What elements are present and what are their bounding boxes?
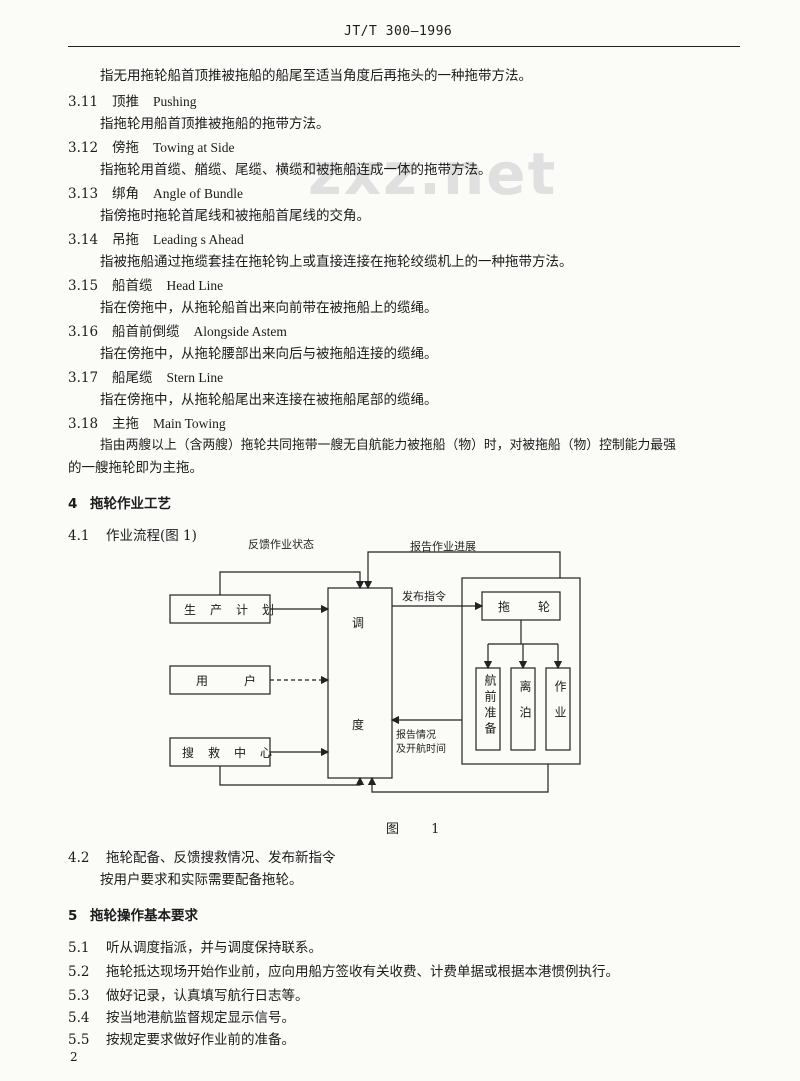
term-3-17: 3.17 船尾缆 Stern Line xyxy=(68,366,223,386)
term-zh: 傍拖 xyxy=(112,140,139,156)
term-number: 3.14 xyxy=(68,232,99,248)
subsection-number: 4.1 xyxy=(68,528,90,544)
section-5-heading: 5 拖轮操作基本要求 xyxy=(68,904,198,924)
term-3-18: 3.18 主拖 Main Towing xyxy=(68,412,226,432)
section-number: 4 xyxy=(68,496,78,512)
term-en: Pushing xyxy=(153,94,197,109)
term-en: Stern Line xyxy=(166,370,224,385)
term-number: 3.17 xyxy=(68,370,99,386)
term-3-15-definition: 指在傍拖中，从拖轮船首出来向前带在被拖船上的缆绳。 xyxy=(100,300,438,316)
term-number: 3.15 xyxy=(68,278,99,294)
term-en: Alongside Astem xyxy=(193,324,287,339)
subsection-number: 4.2 xyxy=(68,850,90,866)
subsection-title: 作业流程(图 1) xyxy=(106,528,197,544)
section-title: 拖轮操作基本要求 xyxy=(90,908,198,924)
term-zh: 绑角 xyxy=(112,186,139,202)
section-4-heading: 4 拖轮作业工艺 xyxy=(68,492,171,512)
term-zh: 顶推 xyxy=(112,94,139,110)
label-tug-1: 拖 xyxy=(498,600,511,614)
term-number: 3.12 xyxy=(68,140,99,156)
term-zh: 主拖 xyxy=(112,416,139,432)
label-pre-sail: 航前准备 xyxy=(483,674,497,738)
term-3-12: 3.12 傍拖 Towing at Side xyxy=(68,136,235,156)
term-en: Head Line xyxy=(166,278,224,293)
page-number: 2 xyxy=(70,1050,78,1064)
term-3-18-definition: 指由两艘以上（含两艘）拖轮共同拖带一艘无自航能力被拖船（物）时，对被拖船（物）控… xyxy=(100,438,676,453)
label-production-plan: 生产计划 xyxy=(184,603,289,617)
term-zh: 船尾缆 xyxy=(112,370,153,386)
term-zh: 船首前倒缆 xyxy=(112,324,180,340)
term-3-14: 3.14 吊拖 Leading s Ahead xyxy=(68,228,244,248)
label-unberth: 离泊 xyxy=(518,680,532,732)
term-3-13: 3.13 绑角 Angle of Bundle xyxy=(68,182,243,202)
watermark: zxz.net xyxy=(308,140,558,208)
item-5-1: 5.1 听从调度指派，并与调度保持联系。 xyxy=(68,936,322,956)
tug-frame xyxy=(461,577,581,765)
item-text: 听从调度指派，并与调度保持联系。 xyxy=(106,940,322,956)
term-3-13-definition: 指傍拖时拖轮首尾线和被拖船首尾线的交角。 xyxy=(100,208,370,224)
label-dispatch-2: 度 xyxy=(352,718,365,732)
term-3-17-definition: 指在傍拖中，从拖轮船尾出来连接在被拖船尾部的缆绳。 xyxy=(100,392,438,408)
item-5-4: 5.4 按当地港航监督规定显示信号。 xyxy=(68,1006,295,1026)
term-number: 3.11 xyxy=(68,94,99,110)
item-text: 按规定要求做好作业前的准备。 xyxy=(106,1032,295,1048)
label-feedback: 反馈作业状态 xyxy=(248,538,314,551)
term-3-18-definition-cont: 的一艘拖轮即为主拖。 xyxy=(68,460,203,476)
item-number: 5.3 xyxy=(68,988,90,1004)
figure-caption: 图 1 xyxy=(386,822,454,837)
term-number: 3.16 xyxy=(68,324,99,340)
term-en: Angle of Bundle xyxy=(153,186,243,201)
term-en: Towing at Side xyxy=(153,140,235,155)
term-3-15: 3.15 船首缆 Head Line xyxy=(68,274,223,294)
term-3-12-definition: 指拖轮用首缆、艏缆、尾缆、横缆和被拖船连成一体的拖带方法。 xyxy=(100,162,492,178)
flow-diagram: 反馈作业状态 报告作业进展 生产计划 用户 搜救中心 调 度 发布指令 报告情况… xyxy=(140,530,600,810)
item-5-3: 5.3 做好记录，认真填写航行日志等。 xyxy=(68,984,309,1004)
section-number: 5 xyxy=(68,908,78,924)
term-en: Main Towing xyxy=(153,416,226,431)
item-text: 做好记录，认真填写航行日志等。 xyxy=(106,988,309,1004)
label-tug-2: 轮 xyxy=(538,600,551,614)
term-number: 3.13 xyxy=(68,186,99,202)
intro-line: 指无用拖轮船首顶推被拖船的船尾至适当角度后再拖头的一种拖带方法。 xyxy=(100,68,532,84)
item-5-2: 5.2 拖轮抵达现场开始作业前，应向用船方签收有关收费、计费单据或根据本港惯例执行… xyxy=(68,960,619,980)
item-5-5: 5.5 按规定要求做好作业前的准备。 xyxy=(68,1028,295,1048)
subsection-4-1: 4.1 作业流程(图 1) xyxy=(68,524,197,544)
term-number: 3.18 xyxy=(68,416,99,432)
item-text: 按当地港航监督规定显示信号。 xyxy=(106,1010,295,1026)
item-number: 5.2 xyxy=(68,964,90,980)
term-3-11-definition: 指拖轮用船首顶推被拖船的拖带方法。 xyxy=(100,116,330,132)
item-number: 5.5 xyxy=(68,1032,90,1048)
term-zh: 船首缆 xyxy=(112,278,153,294)
item-text: 拖轮抵达现场开始作业前，应向用船方签收有关收费、计费单据或根据本港惯例执行。 xyxy=(106,964,619,980)
item-number: 5.1 xyxy=(68,940,90,956)
term-3-16-definition: 指在傍拖中，从拖轮腰部出来向后与被拖船连接的缆绳。 xyxy=(100,346,438,362)
label-command: 发布指令 xyxy=(402,590,446,603)
item-number: 5.4 xyxy=(68,1010,90,1026)
term-en: Leading s Ahead xyxy=(153,232,244,247)
label-report-progress: 报告作业进展 xyxy=(410,540,476,553)
label-operation: 作业 xyxy=(553,680,567,732)
label-user: 用户 xyxy=(196,674,293,688)
term-3-16: 3.16 船首前倒缆 Alongside Astem xyxy=(68,320,287,340)
term-zh: 吊拖 xyxy=(112,232,139,248)
flow-diagram-lines xyxy=(169,551,581,793)
term-3-11: 3.11 顶推 Pushing xyxy=(68,90,197,110)
subsection-4-2-body: 按用户要求和实际需要配备拖轮。 xyxy=(100,872,303,888)
term-3-14-definition: 指被拖船通过拖缆套挂在拖轮钩上或直接连接在拖轮绞缆机上的一种拖带方法。 xyxy=(100,254,573,270)
label-report-status: 报告情况 xyxy=(396,730,436,741)
section-title: 拖轮作业工艺 xyxy=(90,496,171,512)
label-dispatch-1: 调 xyxy=(352,616,365,630)
label-departure-time: 及开航时间 xyxy=(396,744,446,755)
header-rule xyxy=(68,46,740,47)
standard-code: JT/T 300—1996 xyxy=(344,24,453,39)
subsection-title: 拖轮配备、反馈搜救情况、发布新指令 xyxy=(106,850,336,866)
subsection-4-2: 4.2 拖轮配备、反馈搜救情况、发布新指令 xyxy=(68,846,336,866)
label-rescue-center: 搜救中心 xyxy=(182,746,287,760)
